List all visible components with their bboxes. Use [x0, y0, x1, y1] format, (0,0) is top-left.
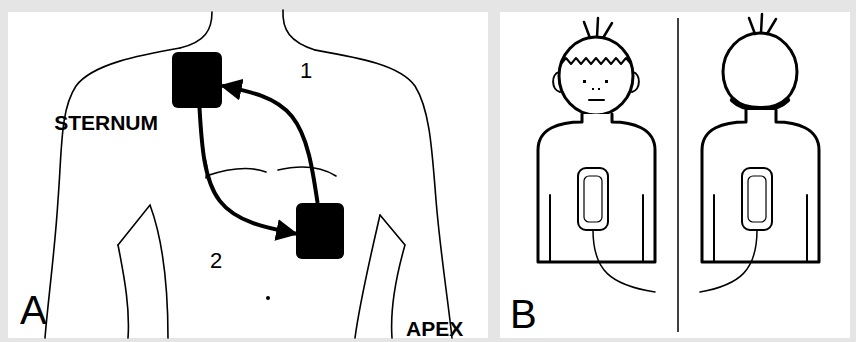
- chest-line: [205, 158, 266, 178]
- arm-line: [118, 205, 168, 338]
- child-nose: [598, 88, 600, 90]
- pad-label: APEX: [406, 318, 463, 339]
- child-head: [723, 33, 797, 111]
- child-body: [538, 114, 655, 262]
- hair-spikes: [584, 18, 612, 38]
- panel-frame: [8, 12, 488, 338]
- neck-line: [283, 10, 315, 50]
- shoulder-line: [45, 48, 180, 338]
- child-eye: [583, 80, 586, 83]
- panel-letter: A: [20, 290, 47, 330]
- panel-letter: B: [510, 294, 537, 334]
- hair-spikes: [749, 14, 776, 34]
- chest-line: [278, 167, 336, 176]
- child-mouth: [589, 99, 604, 101]
- child-ears: [553, 72, 639, 92]
- child-face-dots: [583, 80, 608, 90]
- arm-line: [355, 215, 380, 338]
- hairline: [733, 100, 787, 109]
- hair-fringe: [561, 58, 631, 64]
- electrode-pad: STERNUM: [172, 52, 222, 108]
- curved-arrow: [200, 108, 297, 234]
- pad-outline: [742, 168, 772, 230]
- torso-outline: [45, 10, 452, 338]
- pad-inner: [748, 176, 766, 222]
- shoulder-line: [315, 50, 452, 338]
- child-back: [700, 14, 819, 292]
- arm-line: [380, 215, 405, 338]
- pad-cable: [593, 230, 655, 292]
- child-nose: [592, 88, 594, 90]
- pad-cable: [700, 230, 757, 292]
- child-head: [559, 37, 633, 115]
- pad-outline: [578, 168, 608, 230]
- panel: B: [500, 12, 850, 338]
- panel: A STERNUM APEX: [8, 12, 488, 338]
- pad-label: STERNUM: [54, 112, 158, 133]
- callout-number: 1: [300, 60, 312, 82]
- neck-line: [180, 12, 212, 48]
- child-body: [702, 110, 819, 262]
- child-eye: [605, 80, 608, 83]
- arm-line: [118, 245, 128, 338]
- pad-inner: [584, 176, 602, 222]
- panel-frame: [500, 12, 850, 338]
- callout-number: 2: [210, 250, 222, 272]
- navel-dot: [266, 296, 270, 300]
- divider-line: [677, 18, 679, 332]
- curved-arrow: [222, 86, 318, 203]
- electrode-pad: APEX: [296, 203, 344, 259]
- child-front: [538, 18, 655, 292]
